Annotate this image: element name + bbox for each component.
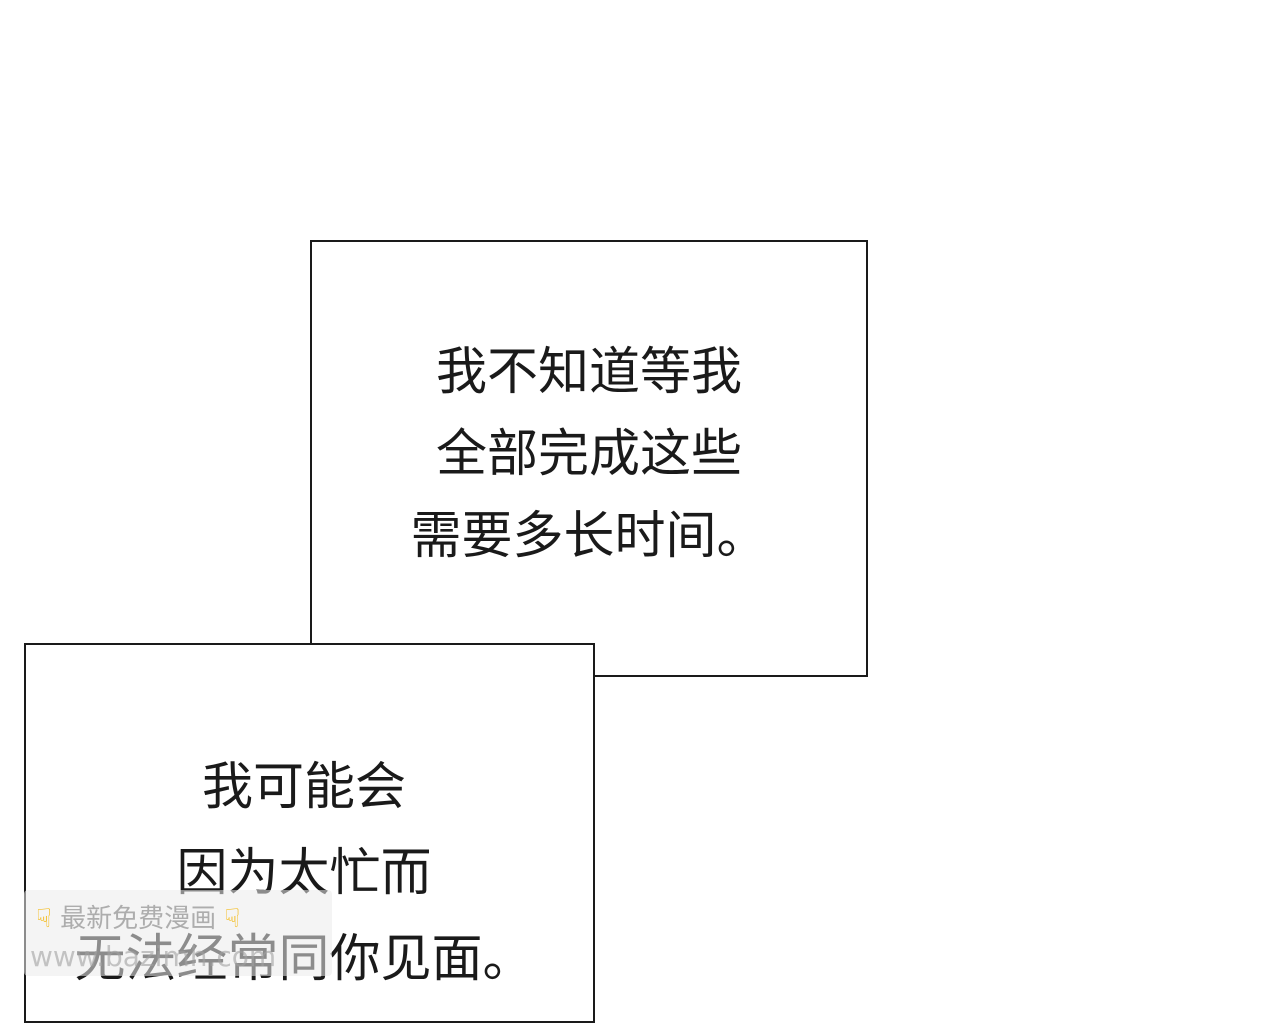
watermark-url: www.bazimh.com — [30, 940, 277, 973]
speech-line: 我不知道等我 — [435, 343, 742, 402]
watermark: ☟ 最新免费漫画 ☟ www.bazimh.com — [24, 890, 332, 976]
speech-line: 全部完成这些 — [435, 425, 742, 484]
speech-text-top: 我不知道等我 全部完成这些 需要多长时间。 — [310, 332, 868, 578]
speech-panel-top — [310, 240, 868, 677]
watermark-label-row: ☟ 最新免费漫画 ☟ — [36, 898, 240, 935]
pointing-down-hand-icon: ☟ — [36, 904, 52, 934]
watermark-label: 最新免费漫画 — [60, 904, 217, 934]
pointing-down-hand-icon: ☟ — [224, 904, 241, 934]
speech-line: 需要多长时间。 — [410, 507, 768, 566]
speech-line: 我可能会 — [201, 758, 406, 817]
